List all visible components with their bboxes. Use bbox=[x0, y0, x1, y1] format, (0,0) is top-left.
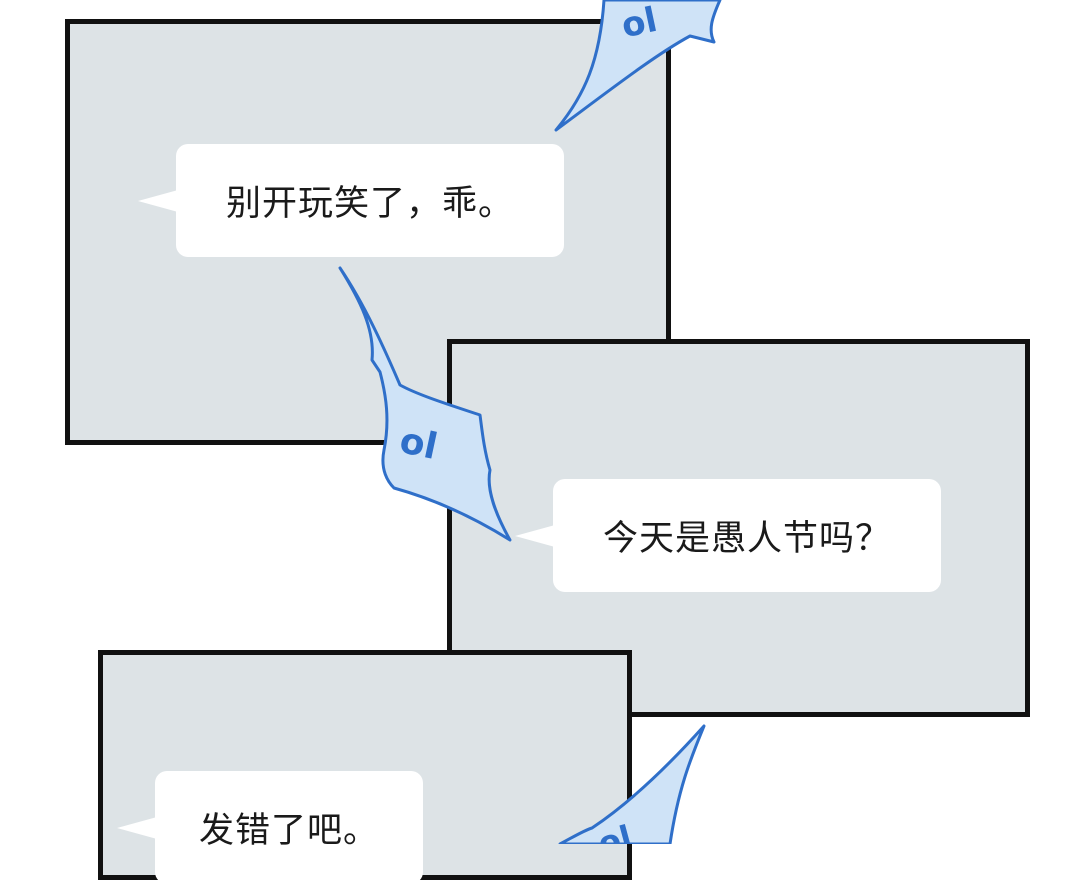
speech-bubble-3-text: 发错了吧。 bbox=[198, 811, 379, 851]
speech-bubble-1-text: 别开玩笑了，乖。 bbox=[225, 184, 514, 224]
speech-bubble-3: 发错了吧。 bbox=[117, 771, 423, 884]
speech-bubble-2-text: 今天是愚人节吗？ bbox=[602, 519, 891, 559]
speech-bubble-2: 今天是愚人节吗？ bbox=[515, 479, 941, 592]
speech-bubble-1: 别开玩笑了，乖。 bbox=[138, 144, 564, 257]
